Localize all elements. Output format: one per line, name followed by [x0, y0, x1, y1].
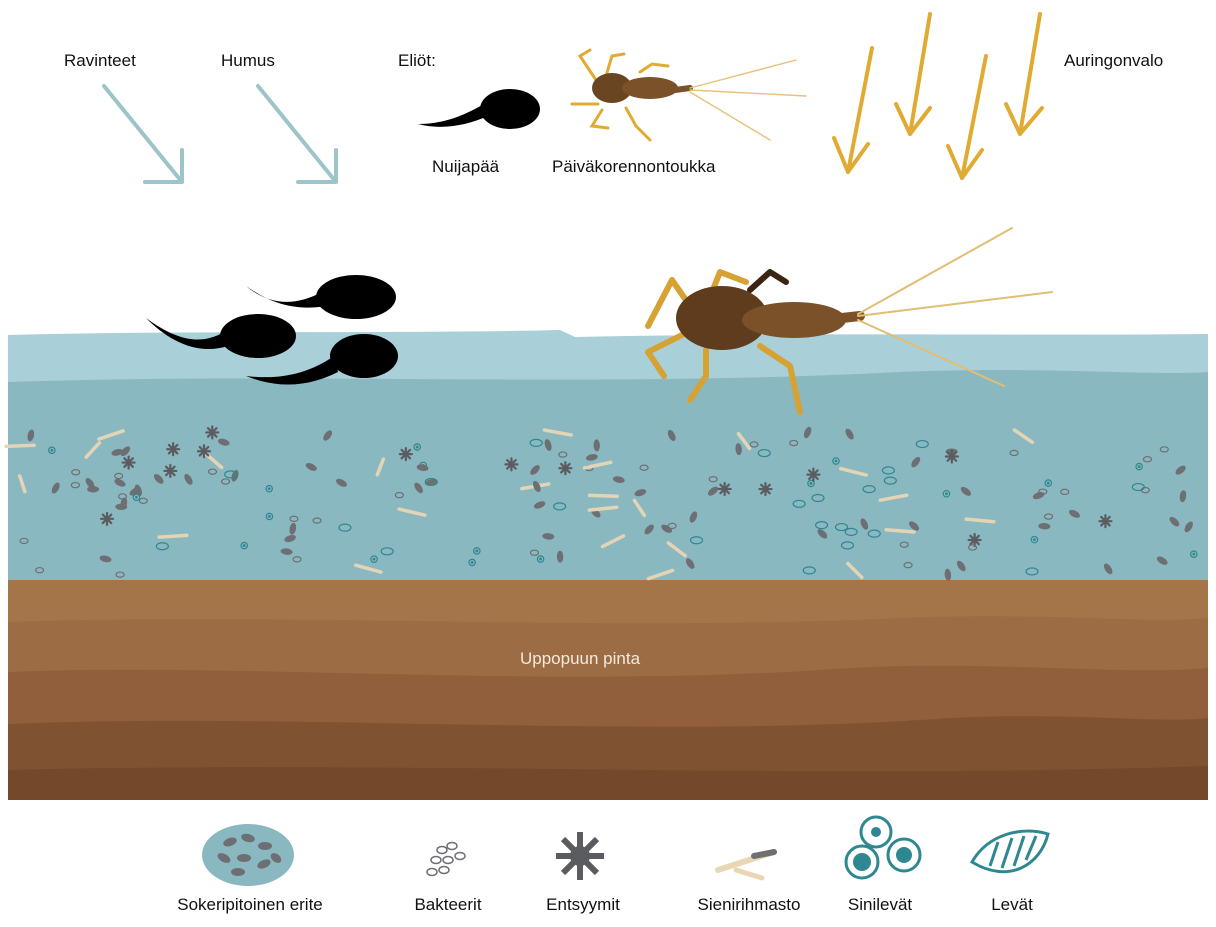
sunlight-arrows: [834, 14, 1042, 178]
legend-label-entsyymit: Entsyymit: [546, 896, 620, 913]
tadpole-1: [246, 275, 396, 319]
sun-arrow-2: [896, 14, 930, 134]
cyanobacterium-core: [1033, 538, 1036, 541]
hypha: [6, 445, 34, 446]
cyanobacterium-core: [243, 544, 246, 547]
legend-label-levat: Levät: [991, 896, 1033, 913]
cyanobacterium-core: [945, 492, 948, 495]
legend-label-sinilevat: Sinilevät: [848, 896, 912, 913]
legend-label-sokeripitoinen-erite: Sokeripitoinen erite: [177, 896, 323, 913]
sienirihmasto-icon: [718, 852, 774, 878]
cyanobacterium-core: [539, 558, 542, 561]
cyanobacterium-core: [268, 487, 271, 490]
cyanobacterium-core: [135, 496, 138, 499]
wood-layers: [8, 580, 1208, 800]
bakteerit-icon: [427, 843, 465, 876]
tadpole-icon-small: [418, 89, 540, 129]
cyanobacterium-core: [475, 550, 478, 553]
cyanobacterium-core: [1192, 553, 1195, 556]
sinilevat-icon: [846, 817, 920, 878]
cyanobacterium-core: [471, 561, 474, 564]
sun-arrow-4: [1006, 14, 1042, 134]
legend-icons: [202, 817, 1048, 886]
auringonvalo-label: Auringonvalo: [1064, 52, 1163, 69]
cyanobacterium-core: [416, 446, 419, 449]
nutrient-arrows: [104, 86, 336, 182]
paivakorennontoukka-label: Päiväkorennontoukka: [552, 158, 716, 175]
cyanobacterium-core: [1138, 465, 1141, 468]
cyanobacterium-core: [810, 482, 813, 485]
hypha: [886, 530, 914, 532]
entsyymit-icon: [556, 832, 604, 880]
hypha: [159, 535, 187, 537]
hypha: [589, 495, 617, 496]
sokeripitoinen-erite-icon: [202, 824, 294, 886]
wood-layer-5: [8, 766, 1208, 800]
cyanobacterium-core: [835, 460, 838, 463]
sun-arrow-1: [834, 48, 872, 172]
sugar-particle: [87, 486, 99, 492]
cyanobacterium-core: [50, 449, 53, 452]
humus-arrow: [258, 86, 336, 182]
ravinteet-label: Ravinteet: [64, 52, 136, 69]
cyanobacterium-core: [268, 515, 271, 518]
uppopuun-pinta-label: Uppopuun pinta: [520, 650, 640, 667]
legend-label-bakteerit: Bakteerit: [414, 896, 481, 913]
humus-label: Humus: [221, 52, 275, 69]
sun-arrow-3: [948, 56, 986, 178]
legend-label-sienirihmasto: Sienirihmasto: [698, 896, 801, 913]
ravinteet-arrow: [104, 86, 182, 182]
levat-icon: [972, 831, 1048, 872]
eliot-label: Eliöt:: [398, 52, 436, 69]
nuijapaa-label: Nuijapää: [432, 158, 499, 175]
cyanobacterium-core: [1047, 482, 1050, 485]
cyanobacterium-core: [373, 558, 376, 561]
mayfly-icon-small: [572, 50, 806, 140]
